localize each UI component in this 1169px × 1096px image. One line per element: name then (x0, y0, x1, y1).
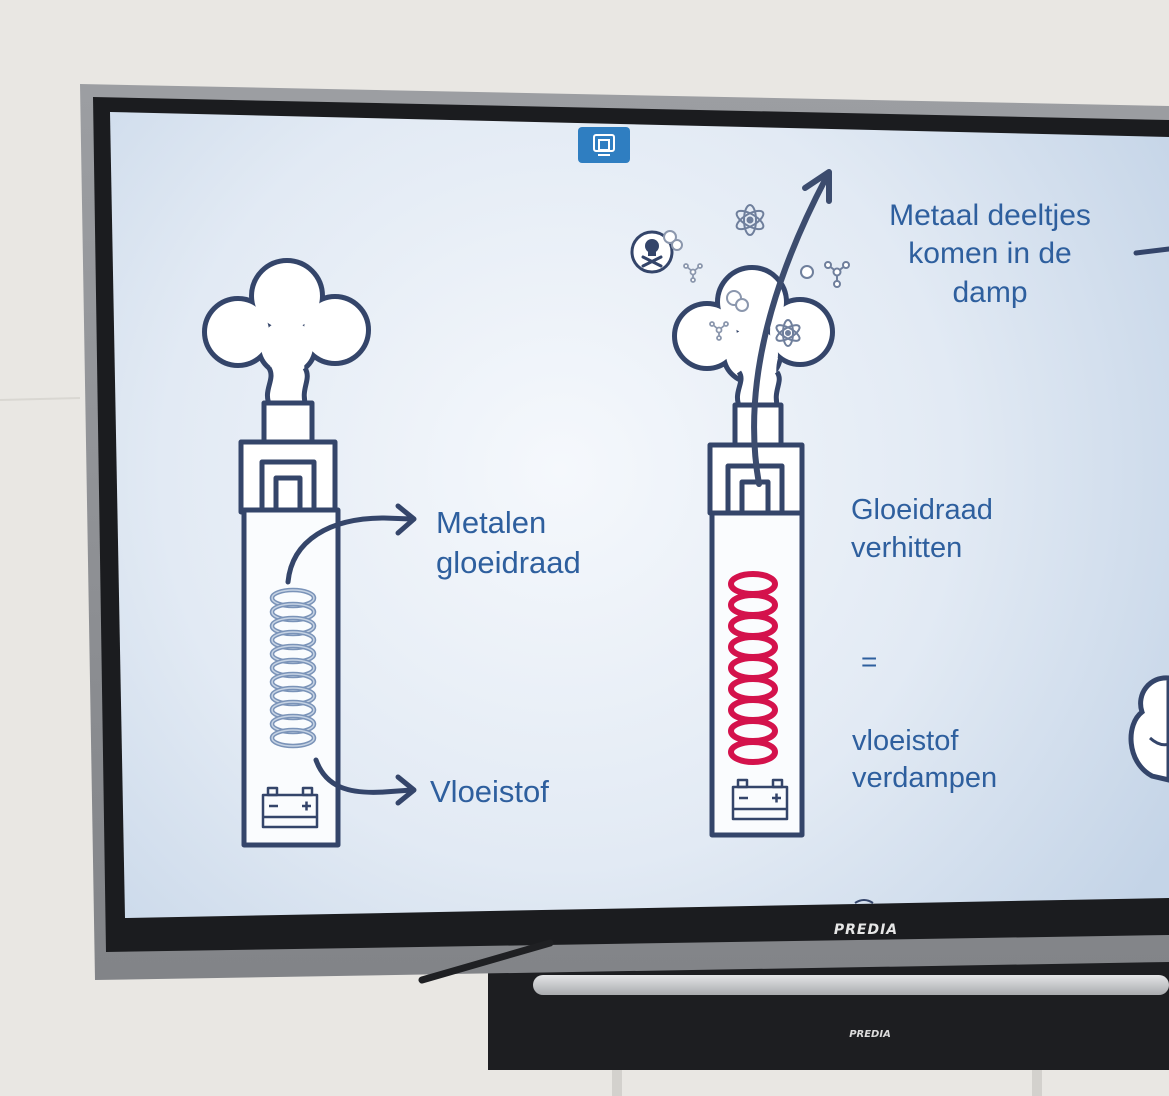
presenter-toolbar-button[interactable] (578, 127, 630, 163)
connector-inner (742, 482, 768, 514)
evaporate-label-line-1: vloeistof (852, 725, 959, 757)
filament-label-line-1: Metalen (436, 505, 546, 540)
mouthpiece (735, 405, 781, 447)
connector-inner (276, 478, 300, 512)
filament-label-line-2: gloeidraad (436, 545, 581, 580)
heating-label-line-1: Gloeidraad (851, 494, 993, 526)
soundbar-brand: PREDIA (849, 1029, 891, 1040)
liquid-label: Vloeistof (430, 774, 549, 809)
mouthpiece (264, 403, 312, 443)
bezel-brand-logo: PREDIA (834, 922, 898, 938)
soundbar-top-bar (533, 975, 1169, 995)
soundbar: PREDIA (488, 962, 1169, 1070)
stand-leg-left (612, 1068, 622, 1096)
particles-label-line-1: Metaal deeltjes (889, 199, 1091, 232)
particles-label-line-2: komen in de (908, 237, 1071, 270)
equals-sign: = (861, 646, 877, 677)
heating-label-line-2: verhitten (851, 532, 962, 564)
stand-leg-right (1032, 1068, 1042, 1096)
evaporate-label-line-2: verdampen (852, 762, 997, 794)
particles-label-line-3: damp (952, 276, 1027, 309)
